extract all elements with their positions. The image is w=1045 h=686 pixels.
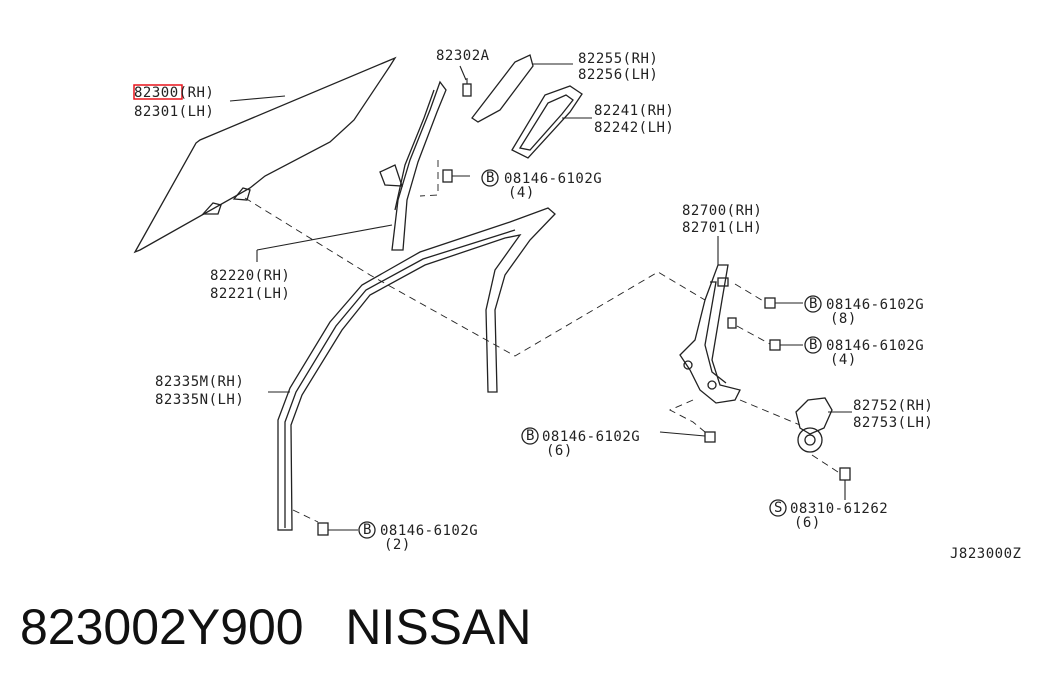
dash-top [419,160,439,197]
symbol-s-screw [769,499,787,517]
footer-part-number: 823002Y900 [20,599,304,655]
bolt-bottom[interactable] [317,522,329,536]
door-seal[interactable] [511,85,583,159]
symbol-s-letter: S [774,500,783,516]
label-qty-top: (4) [508,185,535,201]
window-regulator[interactable] [679,264,741,404]
label-run-rh[interactable]: 82335M(RH) [155,374,244,390]
dash-screw [811,454,839,473]
glass-run-channel[interactable] [277,207,556,531]
symbol-b-top-letter: B [486,170,495,186]
label-motor-lh[interactable]: 82753(LH) [853,415,933,431]
door-cover[interactable] [471,54,534,123]
label-motor-rh[interactable]: 82752(RH) [853,398,933,414]
label-cover-rh[interactable]: 82255(RH) [578,51,658,67]
footer-caption: 823002Y900 NISSAN [20,598,531,656]
label-run-lh[interactable]: 82335N(LH) [155,392,244,408]
dash-reg1 [734,283,766,303]
symbol-b-bottom-letter: B [363,522,372,538]
symbol-b-reg2-letter: B [809,337,818,353]
label-bolt-top[interactable]: 08146-6102G [504,171,602,187]
label-qty-mid: (6) [546,443,573,459]
leader-glass [229,95,286,102]
exploded-parts-diagram: 82300(RH) 82301(LH) 82302A 82255(RH) 822… [133,48,1021,562]
symbol-b-reg1 [804,295,822,313]
bolt-top[interactable] [442,169,470,183]
door-glass[interactable] [133,56,397,254]
label-qty-reg2: (4) [830,352,857,368]
bolt-mid[interactable] [704,431,716,443]
symbol-b-mid-letter: B [526,428,535,444]
dash-bottom [292,509,319,523]
bolt-reg1[interactable] [764,297,776,309]
highlight-box [133,84,183,100]
symbol-b-mid [521,427,539,445]
leader-sash [256,224,393,251]
diagram-code: J823000Z [950,546,1021,562]
bolt-reg2[interactable] [769,339,781,351]
label-bolt-82302a[interactable]: 82302A [436,48,490,64]
symbol-b-top [481,169,499,187]
footer-brand: NISSAN [345,599,532,655]
screw[interactable] [839,467,851,481]
label-cover-lh[interactable]: 82256(LH) [578,67,658,83]
regulator-motor[interactable] [795,397,833,453]
label-bolt-reg2[interactable]: 08146-6102G [826,338,924,354]
label-regulator-rh[interactable]: 82700(RH) [682,203,762,219]
dash-reg2 [736,325,771,345]
leader-bolt-82302a [459,65,467,81]
symbol-b-reg2 [804,336,822,354]
label-bolt-mid[interactable]: 08146-6102G [542,429,640,445]
label-qty-bottom: (2) [384,537,411,553]
dash-glass-regulator [244,197,706,357]
label-seal-lh[interactable]: 82242(LH) [594,120,674,136]
dash-motor [739,399,801,426]
rear-sash[interactable] [379,80,447,251]
label-regulator-lh[interactable]: 82701(LH) [682,220,762,236]
leader-mid [659,431,706,437]
label-sash-lh[interactable]: 82221(LH) [210,286,290,302]
label-glass-rh[interactable]: 82300(RH) [134,85,214,101]
label-screw[interactable]: 08310-61262 [790,501,888,517]
symbol-b-reg1-letter: B [809,296,818,312]
label-bolt-reg1[interactable]: 08146-6102G [826,297,924,313]
symbol-b-bottom [358,521,376,539]
dash-mid [668,399,706,433]
label-bolt-bottom[interactable]: 08146-6102G [380,523,478,539]
label-qty-screw: (6) [794,515,821,531]
bolt-82302a[interactable] [462,78,472,97]
label-seal-rh[interactable]: 82241(RH) [594,103,674,119]
label-glass-lh[interactable]: 82301(LH) [134,104,214,120]
label-sash-rh[interactable]: 82220(RH) [210,268,290,284]
label-qty-reg1: (8) [830,311,857,327]
